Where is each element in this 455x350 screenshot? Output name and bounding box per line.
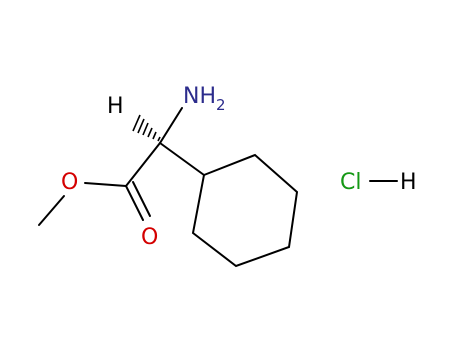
carbonyl-oxygen-label: O [141, 225, 158, 250]
carbonyl-double-bond-2 [132, 181, 151, 217]
methyl-o-bond [38, 195, 65, 226]
chlorine-label: Cl [340, 170, 361, 195]
carbonyl-double-bond-1 [125, 185, 144, 221]
alpha-ring-bond [159, 142, 205, 176]
o-carbonyl-bond [84, 182, 127, 187]
amine-nh-text: NH [183, 84, 216, 109]
alpha-n-bond [159, 107, 183, 144]
cyclohexane-ring [191, 153, 299, 268]
salt-hydrogen-label: H [400, 170, 417, 195]
carbonyl-alpha-bond [125, 142, 161, 187]
stereo-hydrogen-label: H [107, 94, 124, 119]
amine-subscript: 2 [216, 96, 226, 114]
hashed-wedge-bond [132, 114, 161, 142]
amine-label: NH2 [183, 84, 226, 114]
ester-oxygen-label: O [61, 170, 78, 195]
